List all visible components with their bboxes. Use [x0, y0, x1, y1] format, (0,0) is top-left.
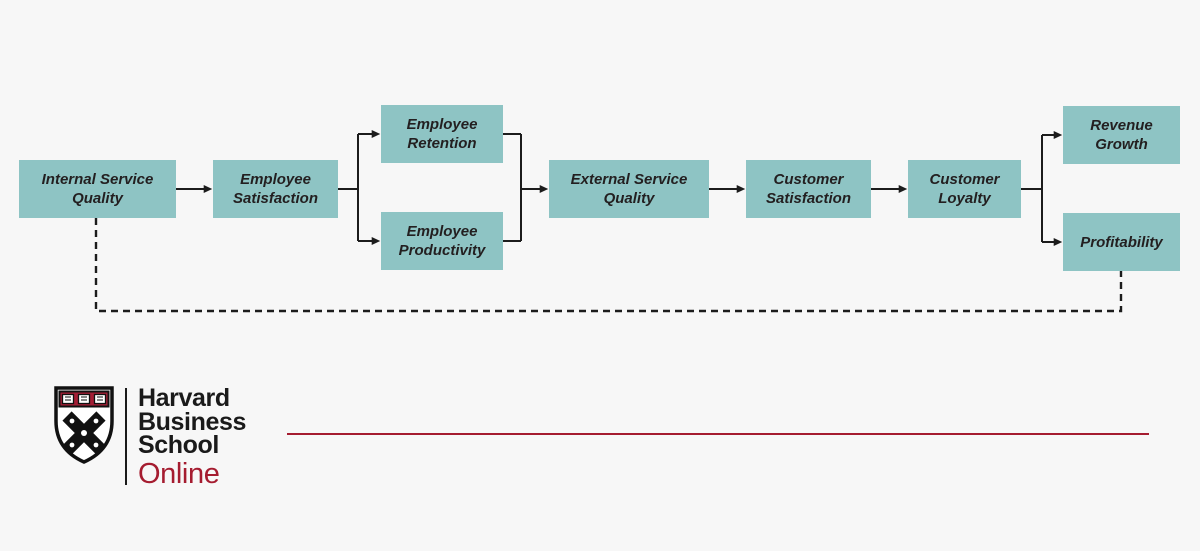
node-label: Profitability [1080, 233, 1163, 251]
node-label: Employee Retention [406, 116, 478, 152]
flow-node-customer-loyalty: Customer Loyalty [908, 160, 1021, 218]
brand-word-harvard: Harvard [138, 384, 230, 412]
flow-node-employee-retention: Employee Retention [381, 105, 503, 163]
logo-divider [125, 388, 127, 485]
hbs-shield-icon [54, 386, 114, 464]
flow-node-customer-satisfaction: Customer Satisfaction [746, 160, 871, 218]
node-label: Customer Loyalty [929, 171, 1000, 207]
flow-node-employee-satisfaction: Employee Satisfaction [213, 160, 338, 218]
node-label: Revenue Growth [1090, 117, 1153, 153]
node-label: External Service Quality [570, 171, 688, 207]
flow-node-internal-service-quality: Internal Service Quality [19, 160, 176, 218]
dashed-feedback-loop [94, 218, 1123, 313]
flow-node-external-service-quality: External Service Quality [549, 160, 709, 218]
node-label: Employee Satisfaction [232, 171, 319, 207]
node-label: Customer Satisfaction [765, 171, 852, 207]
brand-wordmark: Harvard Business School Online [138, 384, 246, 490]
brand-word-online: Online [138, 457, 220, 490]
brand-word-business: Business [138, 407, 246, 436]
node-label: Employee Productivity [398, 223, 486, 259]
flow-node-employee-productivity: Employee Productivity [381, 212, 503, 270]
flow-node-revenue-growth: Revenue Growth [1063, 106, 1180, 164]
brand-word-school: School [138, 431, 219, 459]
flow-node-profitability: Profitability [1063, 213, 1180, 271]
node-label: Internal Service Quality [41, 171, 154, 207]
crimson-divider-rule [287, 433, 1149, 435]
